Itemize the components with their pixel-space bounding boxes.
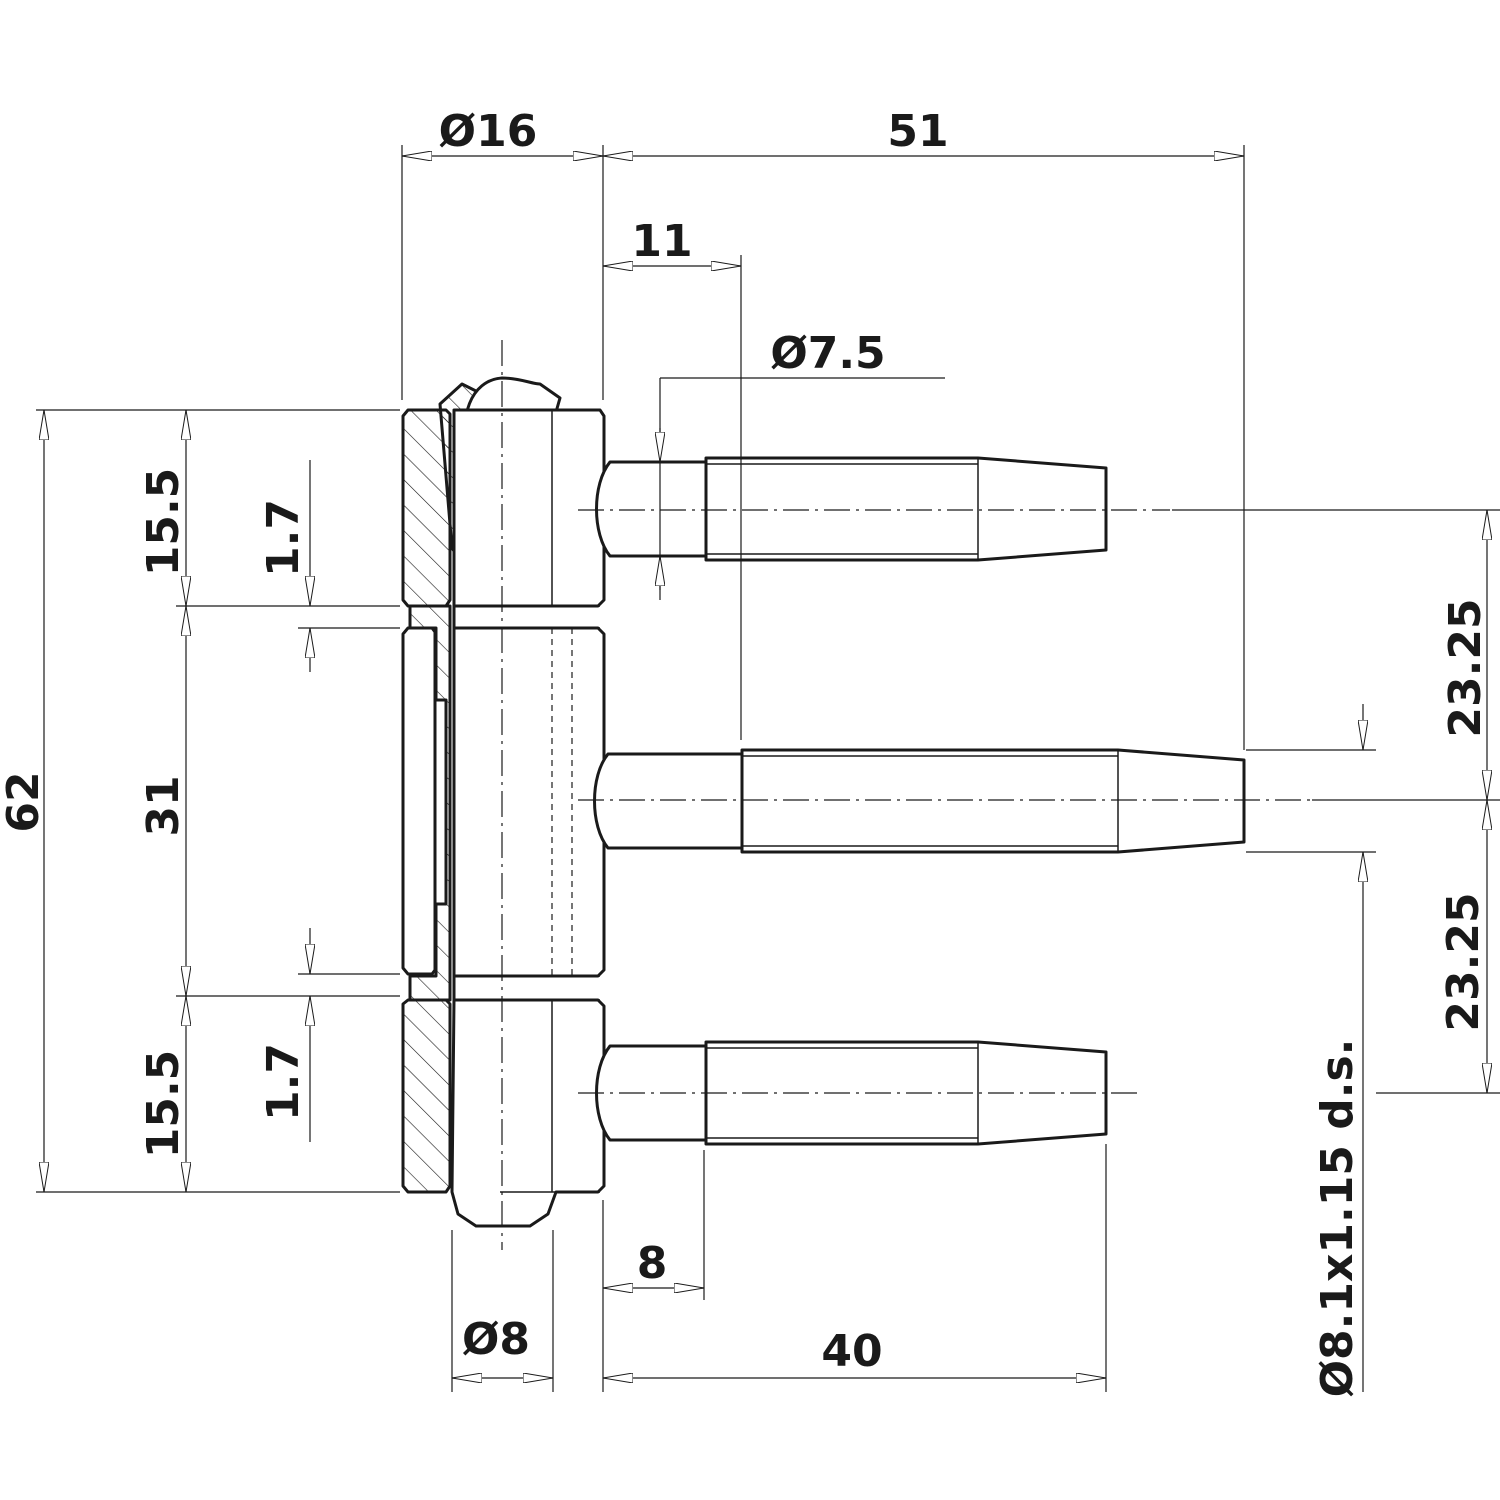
dim-label-51: 51 [887,106,948,157]
dim-label-right-bottom-23-25: 23.25 [1438,892,1489,1031]
middle-stud-thread [740,748,1246,854]
top-stud-thread [704,456,1108,562]
dim-label-62: 62 [0,771,49,832]
dim-label-dia7-5: Ø7.5 [770,328,885,379]
dim-label-bottom-1-7: 1.7 [258,1043,309,1121]
dim-label-bottom-15-5: 15.5 [138,1050,189,1159]
middle-stud-neck [593,752,744,850]
dim-label-top-15-5: 15.5 [138,468,189,577]
center-lines [501,340,1310,1250]
dimension-labels: Ø16 51 11 Ø7.5 62 15.5 1.7 31 15.5 1.7 2… [0,106,1491,1397]
bushing-section [408,604,452,1002]
dimension-lines [44,156,1487,1392]
dim-label-31: 31 [138,775,189,836]
hinge-body [401,376,606,1228]
dim-label-dia8: Ø8 [462,1314,530,1365]
screw-studs [593,456,1246,1146]
dim-label-top-1-7: 1.7 [258,499,309,577]
dim-label-right-top-23-25: 23.25 [1440,598,1491,737]
top-stud-neck [595,460,708,558]
dim-label-40: 40 [821,1326,882,1377]
dim-label-11: 11 [631,216,692,267]
middle-leaf-sleeve [401,626,437,976]
dim-label-8: 8 [637,1238,668,1289]
extension-lines [36,145,1500,1392]
bottom-leaf-section [401,998,452,1194]
dim-label-dia8-1: Ø8.1x1.15 d.s. [1312,1039,1363,1398]
main-pin [450,408,606,1228]
dim-label-dia16: Ø16 [439,106,538,157]
